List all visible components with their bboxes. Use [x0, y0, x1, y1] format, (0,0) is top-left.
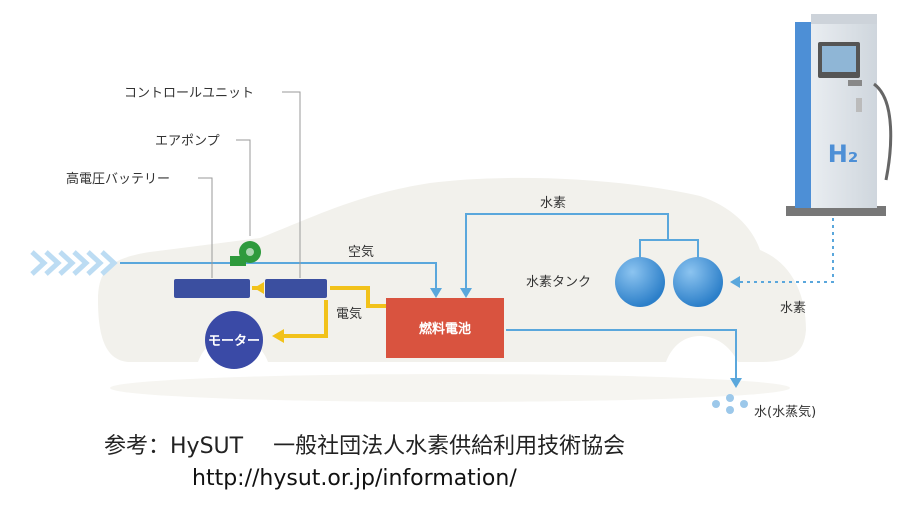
air-intake-chevrons: [30, 250, 118, 276]
h2-label: H₂: [828, 140, 859, 168]
air-flow-line: [120, 262, 437, 290]
fuel-cell-block: [386, 298, 504, 358]
hydrogen-arrowhead: [460, 288, 472, 298]
water-label: 水(水蒸気): [754, 404, 816, 420]
car-shadow: [110, 374, 790, 402]
water-droplets: [712, 394, 748, 414]
hydrogen-tank-right: [673, 257, 723, 307]
air-pump-icon: [230, 241, 261, 266]
hydrogen-station-label: 水素: [780, 301, 806, 316]
motor-circle: [205, 311, 263, 369]
hv-battery-block: [174, 279, 250, 298]
control-unit-block: [265, 279, 327, 298]
org-short-name: HySUT: [170, 434, 244, 459]
hydrogen-tank-label: 水素タンク: [526, 275, 591, 290]
motor-label: モーター: [208, 334, 260, 349]
hydrogen-tank-left: [615, 257, 665, 307]
water-arrowhead: [730, 378, 742, 388]
electric-arrow-to-motor: [272, 329, 284, 343]
callout-leaders: [198, 91, 301, 278]
air-label: 空気: [348, 244, 374, 260]
electric-arrow-to-battery: [254, 282, 264, 294]
car-body: [98, 177, 806, 362]
fcv-diagram: 燃料電池 モーター H₂ コントロールユニット エアポンプ 高電圧バッテリー 空…: [30, 14, 893, 420]
air-arrowhead: [430, 288, 442, 298]
hydrogen-top-label: 水素: [540, 196, 566, 211]
hv-battery-label: 高電圧バッテリー: [66, 171, 170, 187]
control-unit-label: コントロールユニット: [124, 86, 254, 101]
org-full-name: 一般社団法人水素供給利用技術協会: [273, 434, 626, 459]
air-pump-label: エアポンプ: [155, 134, 220, 149]
credit-line: 参考：HySUT 一般社団法人水素供給利用技術協会: [104, 428, 625, 460]
fuel-cell-label: 燃料電池: [419, 321, 471, 337]
hydrogen-station: H₂: [786, 14, 893, 216]
electricity-label: 電気: [336, 306, 362, 322]
reference-label: 参考：: [104, 434, 171, 459]
station-hydrogen-line: [738, 218, 834, 283]
water-exhaust-line: [506, 329, 737, 380]
org-url: http://hysut.or.jp/information/: [192, 466, 517, 491]
hydrogen-feed-line: [465, 213, 699, 290]
station-hydrogen-arrowhead: [730, 276, 740, 288]
